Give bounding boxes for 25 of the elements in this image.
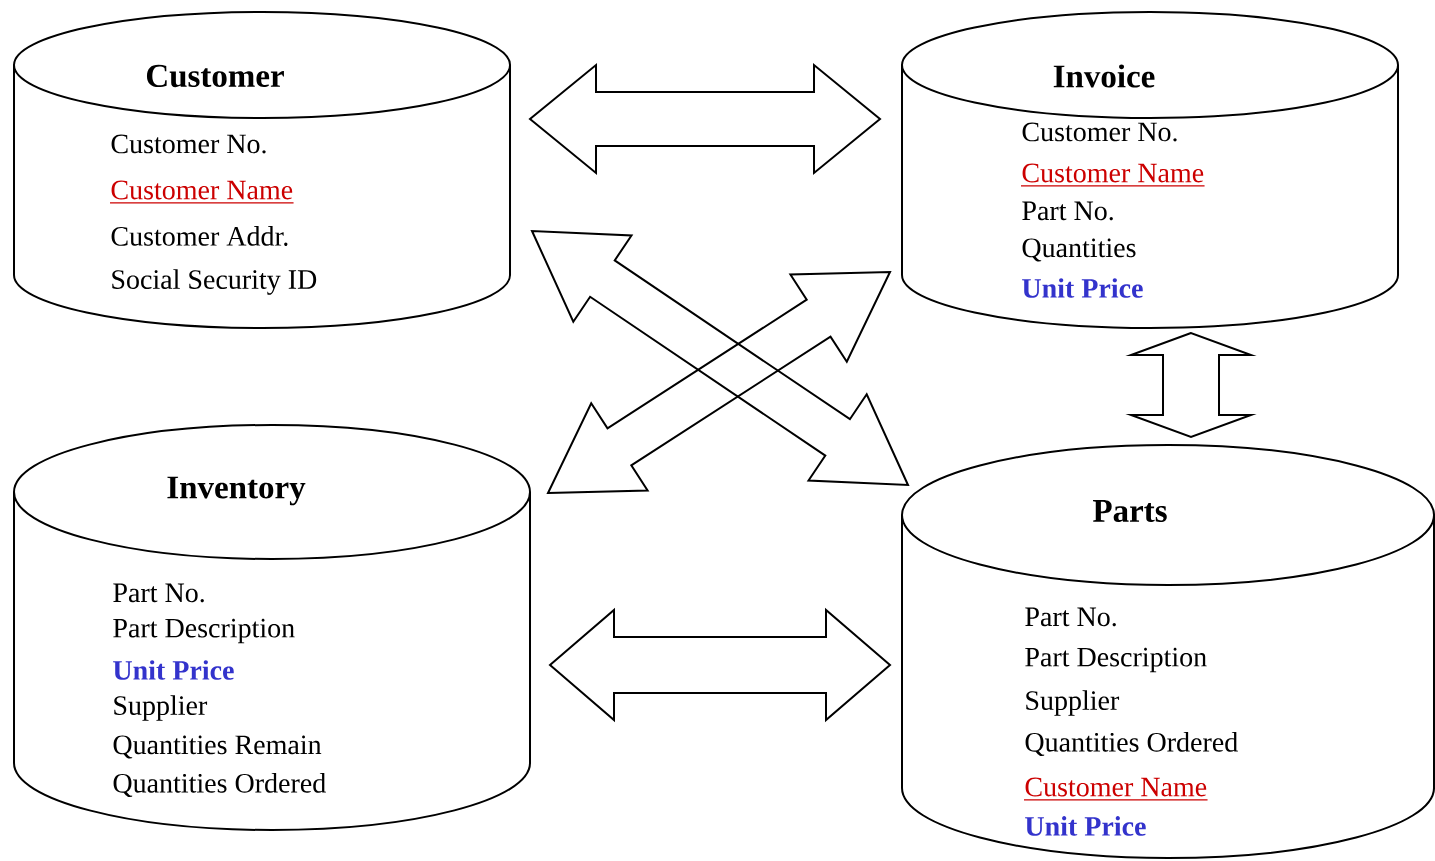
node-label: Quantities Ordered — [1025, 731, 1238, 756]
node-label: Part No. — [1025, 607, 1116, 627]
node-label: Unit Price — [1025, 816, 1146, 836]
database-cylinder: Customer Customer No. Customer Name Customer Addr. Social Security ID — [13, 11, 511, 329]
node-label: Supplier — [114, 695, 208, 721]
database-cylinder: Inventory Part No. Part Description Unit Price Supplier Quantities Remain Quantities Ordered — [13, 424, 531, 831]
node-label: Supplier — [1026, 690, 1120, 716]
node-label: Part No. — [1022, 201, 1113, 221]
node-label: Part No. — [113, 583, 204, 603]
node-label: Quantities Ordered — [113, 772, 326, 797]
node-label: Unit Price — [113, 660, 234, 680]
node-label: Quantities — [1022, 238, 1136, 262]
database-cylinder: Parts Part No. Part Description Supplier Quantities Ordered Customer Name Unit Price — [901, 444, 1435, 859]
node-label: Customer Name — [1025, 777, 1207, 797]
database-cylinder: Invoice Customer No. Customer Name Part No. Quantities Unit Price — [901, 11, 1399, 329]
node-label: Customer Name — [111, 180, 293, 200]
node-label: Quantities Remain — [113, 735, 322, 759]
node-label: Customer No. — [111, 134, 266, 154]
node-label: Part Description — [1025, 647, 1207, 673]
node-label: Customer No. — [1022, 122, 1177, 142]
node-label: Customer Addr. — [111, 226, 288, 246]
node-label: Social Security ID — [112, 269, 317, 295]
node-label: Customer Name — [1022, 163, 1204, 183]
node-label: Part Description — [113, 618, 295, 644]
node-label: Unit Price — [1022, 278, 1143, 298]
